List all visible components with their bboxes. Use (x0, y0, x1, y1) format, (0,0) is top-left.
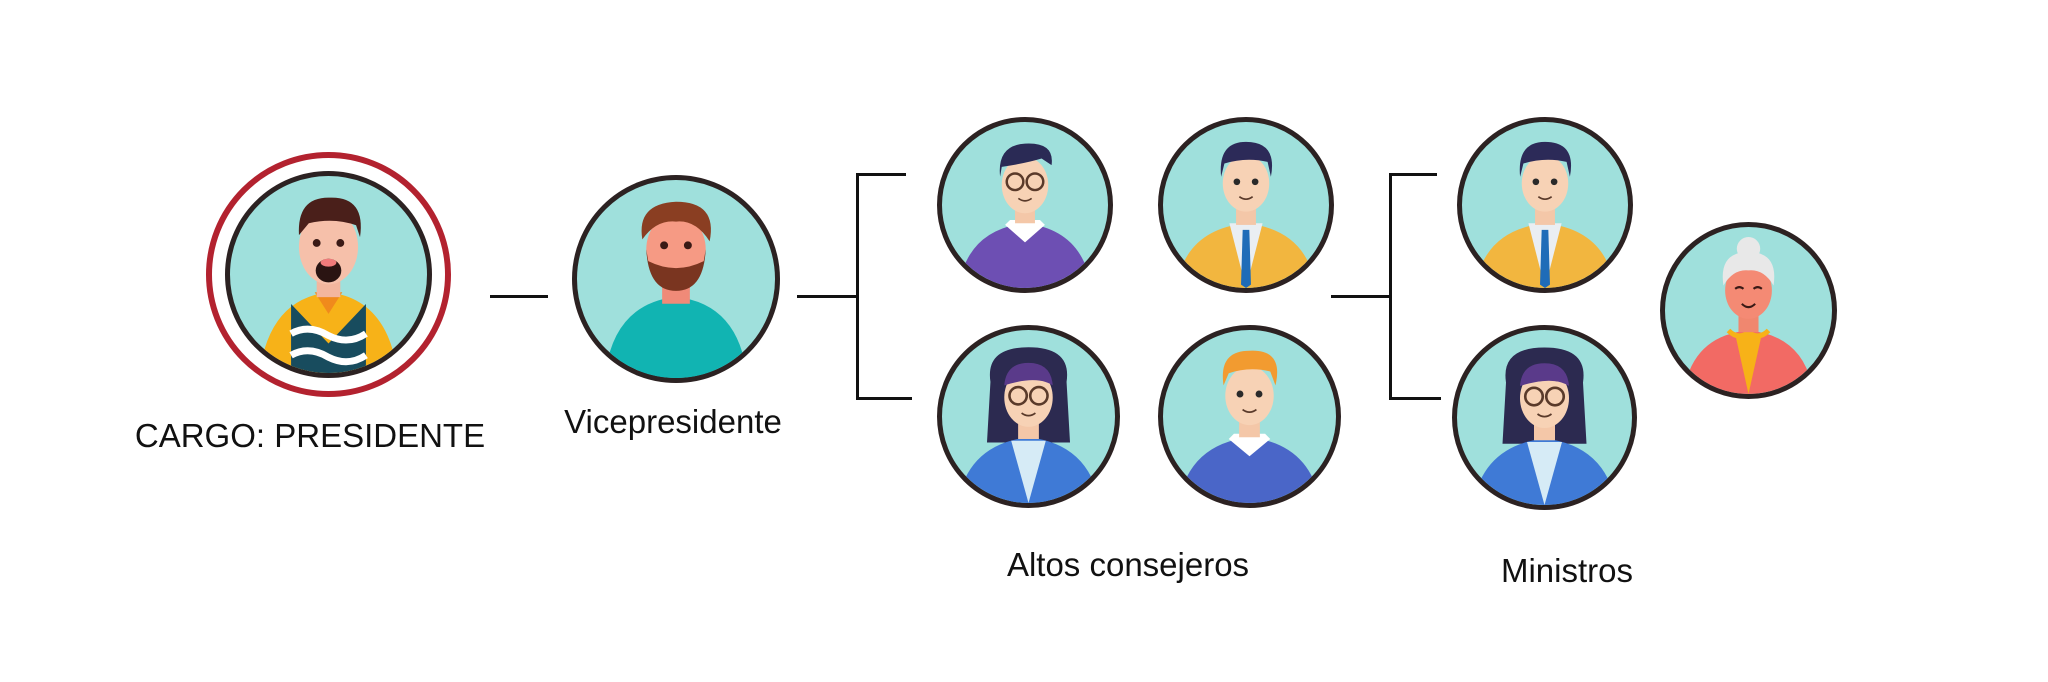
connector-vp-councillors (797, 295, 857, 298)
man-yellow-suit-blue-tie-icon (1475, 141, 1615, 288)
man-beard-yellow-vest-icon (259, 197, 398, 373)
avatar-councillor-2 (1158, 117, 1334, 293)
woman-glasses-blue-jacket-icon (1472, 347, 1617, 505)
connector-councillors-ministers (1331, 295, 1391, 298)
man-glasses-purple-sweater-icon (958, 143, 1092, 288)
avatar-councillor-1 (937, 117, 1113, 293)
connector-president-vp (490, 295, 548, 298)
bracket-ministers-vertical (1389, 173, 1392, 399)
bracket-ministers-top (1389, 173, 1437, 176)
label-altos-consejeros: Altos consejeros (1006, 546, 1250, 583)
man-yellow-suit-blue-tie-icon (1176, 141, 1316, 288)
bracket-councillors-top (856, 173, 906, 176)
man-orange-hair-blue-sweater-icon (1178, 350, 1321, 503)
avatar-councillor-4 (1158, 325, 1341, 508)
bracket-councillors-vertical (856, 173, 859, 399)
elderly-woman-coral-cardigan-icon (1683, 237, 1814, 394)
avatar-minister-1 (1457, 117, 1633, 293)
label-vicepresidente: Vicepresidente (564, 403, 782, 440)
label-presidente: CARGO: PRESIDENTE (134, 417, 486, 454)
man-brown-beard-teal-shirt-icon (604, 201, 748, 378)
woman-glasses-blue-jacket-icon (957, 347, 1100, 503)
avatar-vicepresident (572, 175, 780, 383)
bracket-ministers-bottom (1389, 397, 1441, 400)
avatar-councillor-3 (937, 325, 1120, 508)
bracket-councillors-bottom (856, 397, 912, 400)
avatar-minister-2 (1452, 325, 1637, 510)
avatar-president (225, 171, 432, 378)
label-ministros: Ministros (1500, 552, 1634, 589)
avatar-minister-3 (1660, 222, 1837, 399)
